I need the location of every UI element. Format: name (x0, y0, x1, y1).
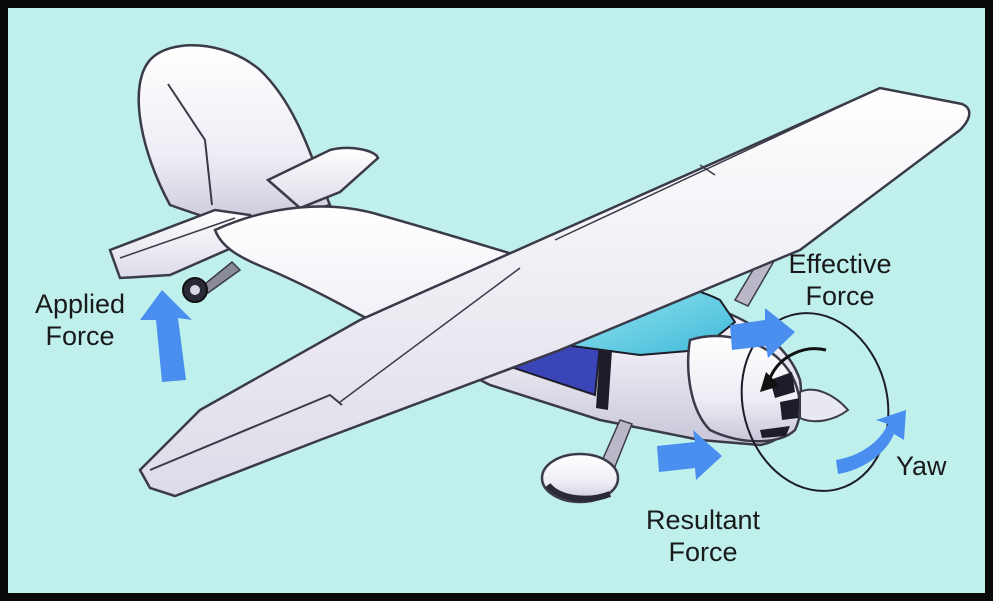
effective-force-label-line2: Force (778, 280, 902, 312)
applied-force-label-line2: Force (28, 320, 132, 352)
applied-force-label-line1: Applied (28, 288, 132, 320)
resultant-force-label-line1: Resultant (634, 504, 772, 536)
effective-force-label-line1: Effective (778, 248, 902, 280)
applied-force-label: Applied Force (28, 288, 132, 352)
yaw-label: Yaw (896, 450, 947, 482)
resultant-force-label-line2: Force (634, 536, 772, 568)
effective-force-label: Effective Force (778, 248, 902, 312)
resultant-force-label: Resultant Force (634, 504, 772, 568)
